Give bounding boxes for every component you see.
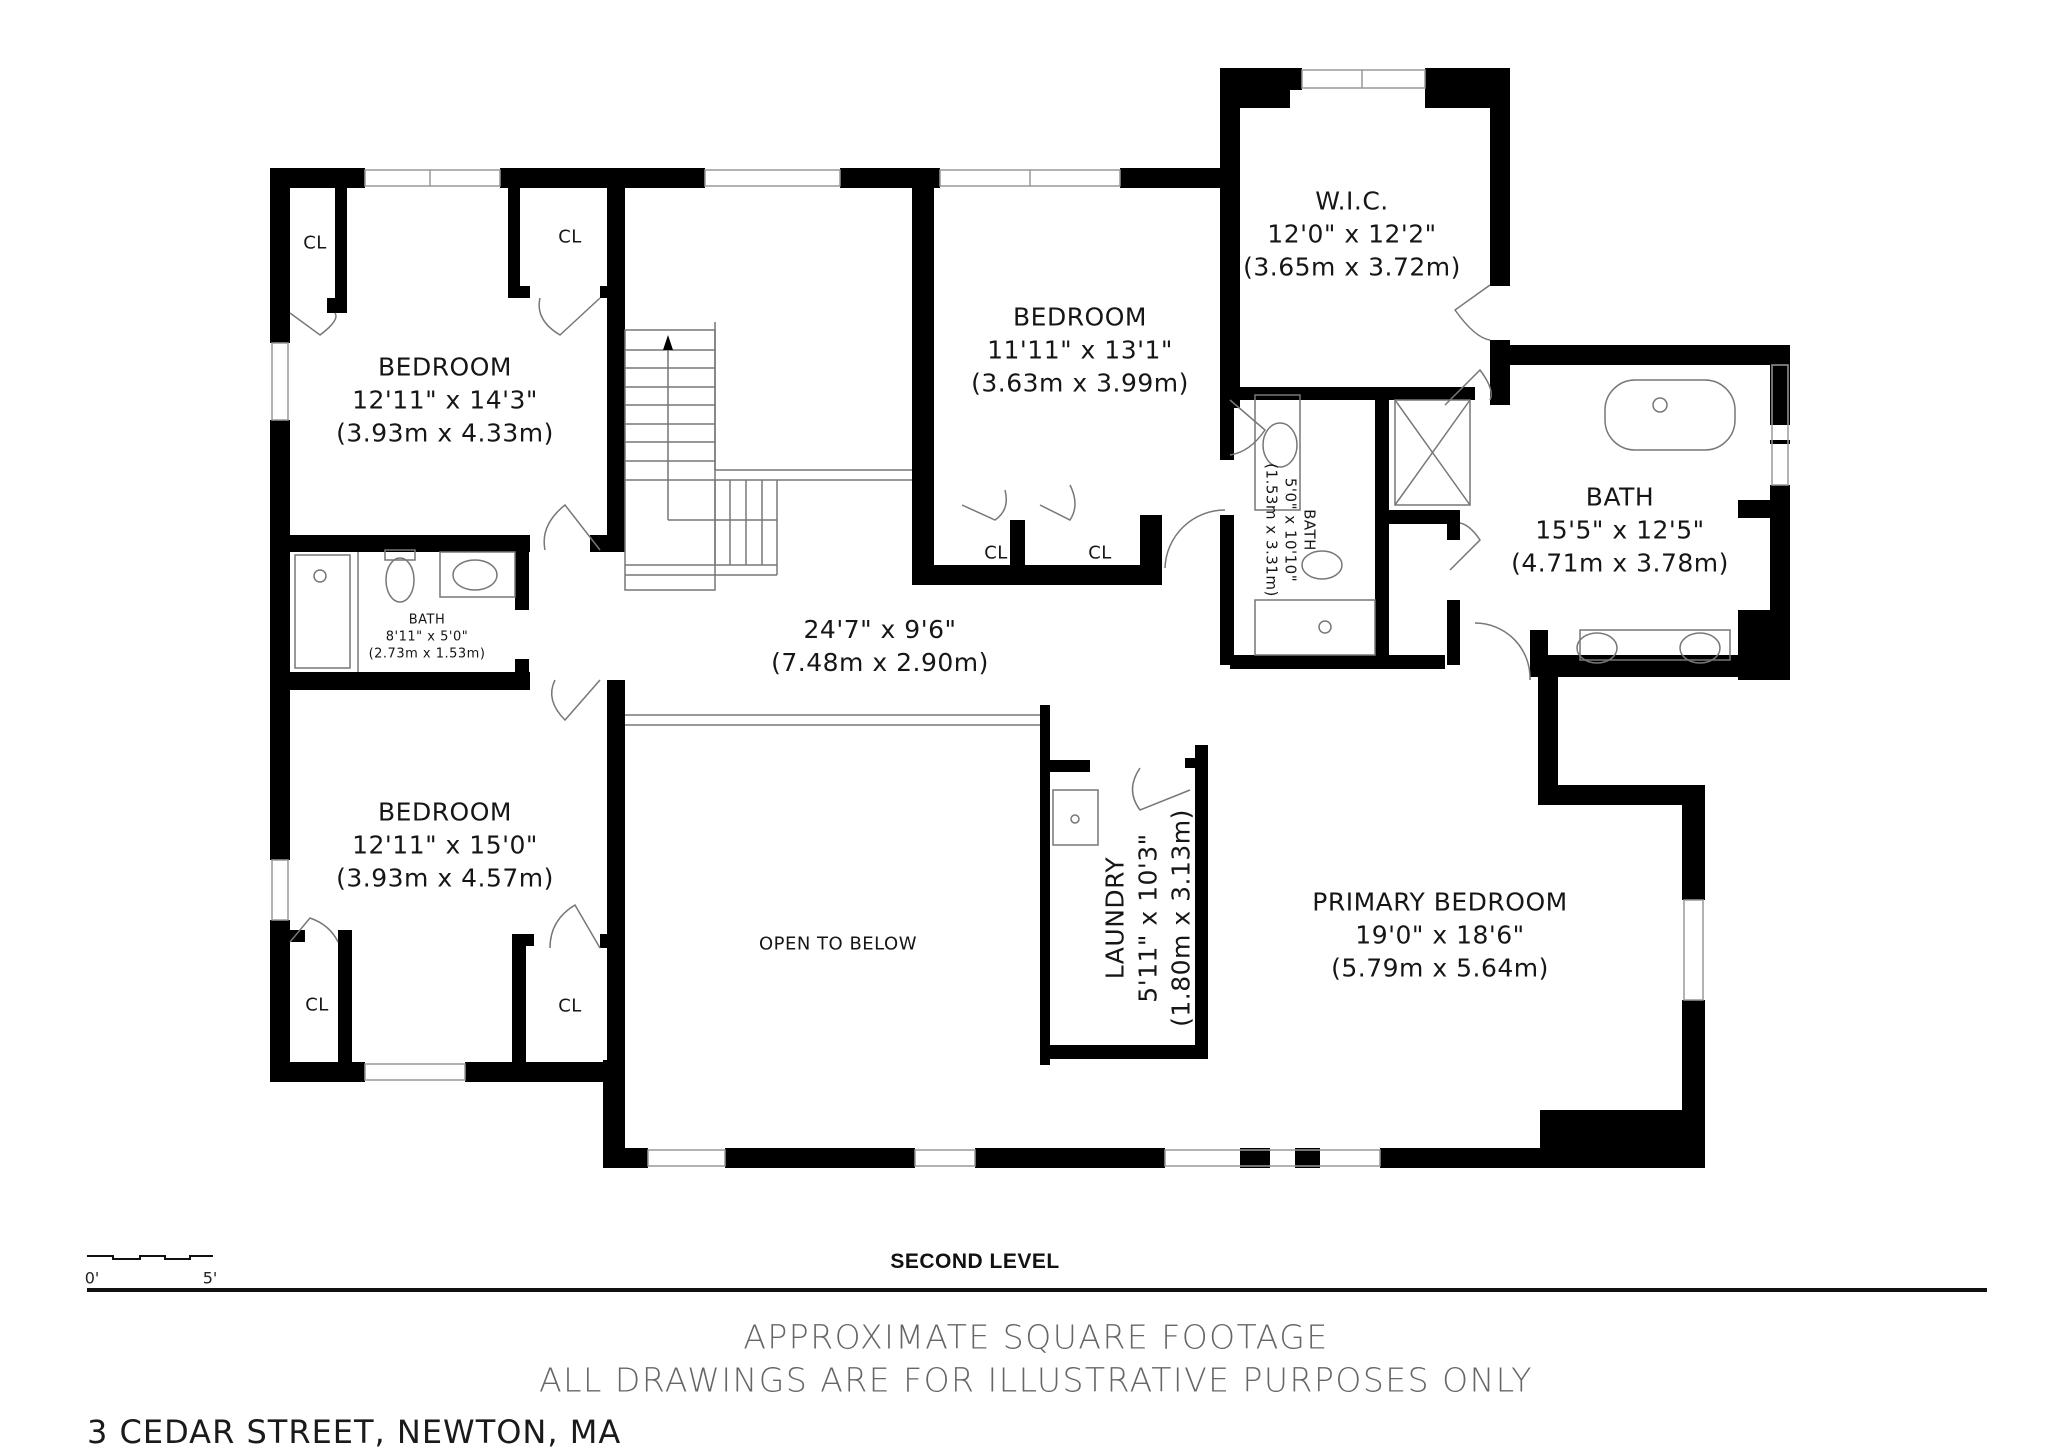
room-label-bath-left: BATH 8'11" x 5'0" (2.73m x 1.53m) [369, 612, 486, 663]
room-label-bedroom-bottom-left: BEDROOM 12'11" x 15'0" (3.93m x 4.57m) [336, 796, 554, 895]
room-name: BATH [1300, 509, 1319, 551]
room-name: W.I.C. [1315, 186, 1389, 216]
room-dims-imperial: 19'0" x 18'6" [1355, 920, 1525, 950]
room-label-hall: 24'7" x 9'6" (7.48m x 2.90m) [771, 613, 989, 679]
room-label-laundry: LAUNDRY 5'11" x 10'3" (1.80m x 3.13m) [1099, 809, 1198, 1027]
stair-arrow-icon [663, 335, 673, 350]
property-address: 3 CEDAR STREET, NEWTON, MA [87, 1413, 622, 1451]
room-dims-imperial: 24'7" x 9'6" [803, 615, 957, 644]
room-label-bedroom-top-left: BEDROOM 12'11" x 14'3" (3.93m x 4.33m) [336, 351, 554, 450]
level-title: SECOND LEVEL [890, 1250, 1060, 1273]
room-dims-metric: (3.93m x 4.57m) [336, 863, 554, 893]
room-label-wic: W.I.C. 12'0" x 12'2" (3.65m x 3.72m) [1243, 185, 1461, 284]
room-dims-imperial: 5'11" x 10'3" [1133, 833, 1163, 1003]
room-name: BEDROOM [1012, 302, 1147, 332]
room-name: BEDROOM [377, 352, 512, 382]
footer-disclaimer: ALL DRAWINGS ARE FOR ILLUSTRATIVE PURPOS… [539, 1360, 1533, 1400]
footer-divider [87, 1288, 1987, 1292]
closet-label: CL [1088, 542, 1112, 564]
room-dims-imperial: 12'11" x 14'3" [352, 385, 538, 415]
footer-square-footage: APPROXIMATE SQUARE FOOTAGE [743, 1317, 1329, 1357]
room-name: BATH [408, 612, 446, 628]
scale-end-label: 5' [202, 1268, 218, 1288]
room-dims-metric: (2.73m x 1.53m) [368, 646, 486, 662]
interior-lines [289, 284, 1736, 949]
closet-label: CL [305, 994, 329, 1016]
room-dims-metric: (4.71m x 3.78m) [1511, 548, 1729, 578]
room-label-bedroom-center: BEDROOM 11'11" x 13'1" (3.63m x 3.99m) [971, 301, 1189, 400]
room-dims-metric: (3.93m x 4.33m) [336, 418, 554, 448]
scale-bar [87, 1255, 213, 1260]
windows [271, 69, 1789, 1167]
closet-label: CL [303, 232, 327, 254]
room-name: BEDROOM [377, 797, 512, 827]
walls [270, 68, 1790, 1168]
scale-start-label: 0' [84, 1268, 100, 1288]
room-dims-metric: (1.53m x 3.31m) [1262, 463, 1281, 597]
room-dims-imperial: 11'11" x 13'1" [987, 335, 1173, 365]
closet-label: CL [558, 226, 582, 248]
room-dims-metric: (3.63m x 3.99m) [971, 368, 1189, 398]
closet-label: CL [984, 542, 1008, 564]
room-dims-metric: (7.48m x 2.90m) [771, 648, 989, 677]
room-dims-metric: (3.65m x 3.72m) [1243, 252, 1461, 282]
room-name: BATH [1585, 482, 1655, 512]
room-label-open-to-below: OPEN TO BELOW [758, 933, 918, 955]
room-label-bath-center: BATH 5'0" x 10'10" (1.53m x 3.31m) [1262, 463, 1319, 597]
room-dims-imperial: 12'0" x 12'2" [1267, 219, 1437, 249]
room-dims-imperial: 12'11" x 15'0" [352, 830, 538, 860]
room-dims-metric: (1.80m x 3.13m) [1166, 809, 1196, 1027]
room-label-primary-bedroom: PRIMARY BEDROOM 19'0" x 18'6" (5.79m x 5… [1312, 886, 1567, 985]
room-dims-metric: (5.79m x 5.64m) [1331, 953, 1549, 983]
room-name: LAUNDRY [1100, 856, 1130, 980]
room-dims-imperial: 8'11" x 5'0" [385, 629, 469, 645]
closet-label: CL [558, 995, 582, 1017]
room-dims-imperial: 15'5" x 12'5" [1535, 515, 1705, 545]
room-dims-imperial: 5'0" x 10'10" [1281, 477, 1300, 583]
room-label-bath-primary: BATH 15'5" x 12'5" (4.71m x 3.78m) [1511, 481, 1729, 580]
room-name: PRIMARY BEDROOM [1312, 887, 1568, 917]
